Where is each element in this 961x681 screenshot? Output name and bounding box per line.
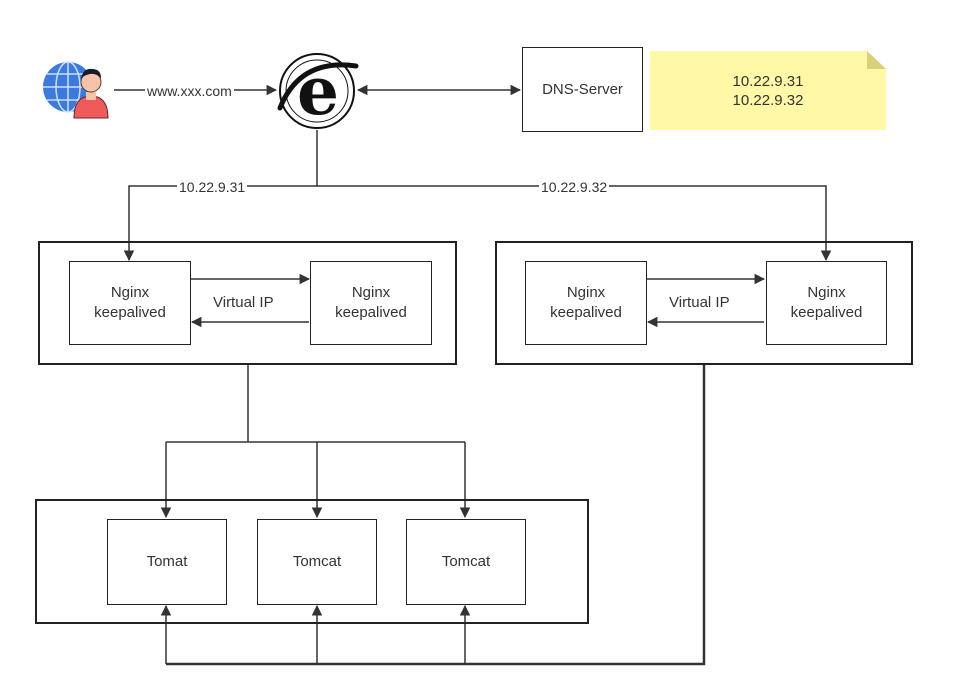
right-node-b-label: Nginx keepalived [767,283,886,323]
right-nginx-node-b[interactable]: Nginx keepalived [766,261,887,345]
ip-note: 10.22.9.31 10.22.9.32 [650,51,886,130]
tomcat-node-2-label: Tomcat [292,553,342,570]
left-vip-label: Virtual IP [211,294,276,311]
right-node-a-line2: keepalived [550,304,622,321]
dns-server-label: DNS-Server [542,80,623,98]
right-node-a-label: Nginx keepalived [526,283,646,323]
left-node-a-label: Nginx keepalived [70,283,190,323]
tomcat-node-3[interactable]: Tomcat [406,519,526,605]
browser-icon: e [277,52,359,130]
edge-label-url: www.xxx.com [145,83,234,99]
user-person-icon [73,68,109,119]
tomcat-node-3-label: Tomcat [441,553,491,570]
right-nginx-cluster [495,241,913,365]
left-nginx-cluster [38,241,457,365]
tomcat-node-1-label: Tomat [146,553,188,570]
right-vip-label: Virtual IP [667,294,732,311]
left-nginx-node-a[interactable]: Nginx keepalived [69,261,191,345]
left-node-a-line2: keepalived [94,304,166,321]
note-line-1: 10.22.9.31 [732,72,804,90]
edge-right-cluster-down [166,365,706,666]
left-nginx-node-b[interactable]: Nginx keepalived [310,261,432,345]
right-nginx-node-a[interactable]: Nginx keepalived [525,261,647,345]
right-node-b-line1: Nginx [807,284,846,301]
edge-label-right-ip: 10.22.9.32 [539,179,610,195]
left-node-b-line1: Nginx [351,284,391,301]
ip-note-text: 10.22.9.31 10.22.9.32 [650,72,886,110]
tomcat-node-2[interactable]: Tomcat [257,519,377,605]
left-node-b-line2: keepalived [335,304,407,321]
right-node-a-line1: Nginx [566,284,606,301]
edge-label-left-ip: 10.22.9.31 [177,179,248,195]
note-line-2: 10.22.9.32 [732,91,804,109]
right-node-b-line2: keepalived [790,304,863,321]
dns-server-box[interactable]: DNS-Server [522,47,643,132]
left-node-a-line1: Nginx [110,284,150,301]
tomcat-cluster [35,499,589,624]
left-node-b-label: Nginx keepalived [311,283,431,323]
tomcat-node-1[interactable]: Tomat [107,519,227,605]
edge-browser-right-cluster [317,185,832,262]
